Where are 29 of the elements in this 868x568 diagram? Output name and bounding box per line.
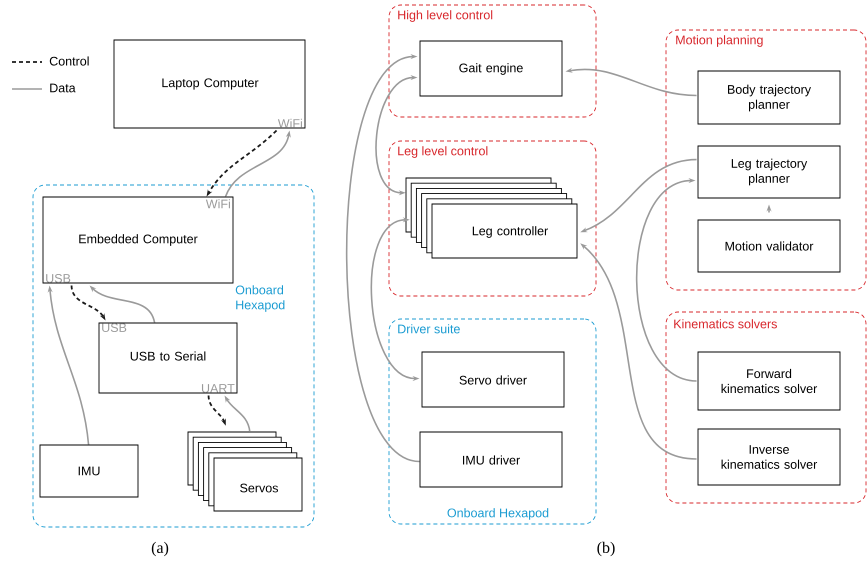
legend-label: Data bbox=[50, 84, 76, 92]
group-heading: Motion planning bbox=[676, 35, 763, 47]
port-label: USB bbox=[46, 274, 70, 283]
process-box: Servo driver bbox=[422, 352, 564, 408]
group-heading: Driver suite bbox=[398, 324, 460, 334]
legend-label: Control bbox=[50, 56, 89, 66]
group-label: Onboard Hexapod bbox=[448, 508, 548, 520]
group-heading: Kinematics solvers bbox=[674, 319, 777, 328]
arrow bbox=[636, 178, 697, 382]
arrow bbox=[346, 54, 420, 462]
process-box: IMU driver bbox=[420, 432, 562, 488]
port-label: USB bbox=[102, 323, 126, 332]
process-box: Inverse kinematics solver bbox=[698, 428, 840, 486]
process-box: IMU bbox=[40, 444, 138, 498]
panel-caption: (a) bbox=[152, 542, 168, 556]
group-heading: Leg level control bbox=[398, 146, 488, 158]
process-box: Gait engine bbox=[420, 40, 562, 96]
panel-caption: (b) bbox=[597, 542, 615, 556]
process-box: Body trajectory planner bbox=[698, 70, 840, 124]
process-box: Forward kinematics solver bbox=[698, 352, 840, 410]
port-label: UART bbox=[202, 384, 235, 393]
group-heading: High level control bbox=[398, 10, 492, 22]
stacked-boxes: Servos bbox=[188, 432, 302, 512]
port-label: WiFi bbox=[206, 199, 230, 208]
process-box: Leg trajectory planner bbox=[698, 146, 840, 198]
port-label: WiFi bbox=[278, 118, 302, 128]
process-box: Motion validator bbox=[698, 220, 840, 272]
stacked-boxes: Leg controller bbox=[406, 178, 578, 258]
group-label: Onboard Hexapod bbox=[236, 285, 284, 312]
